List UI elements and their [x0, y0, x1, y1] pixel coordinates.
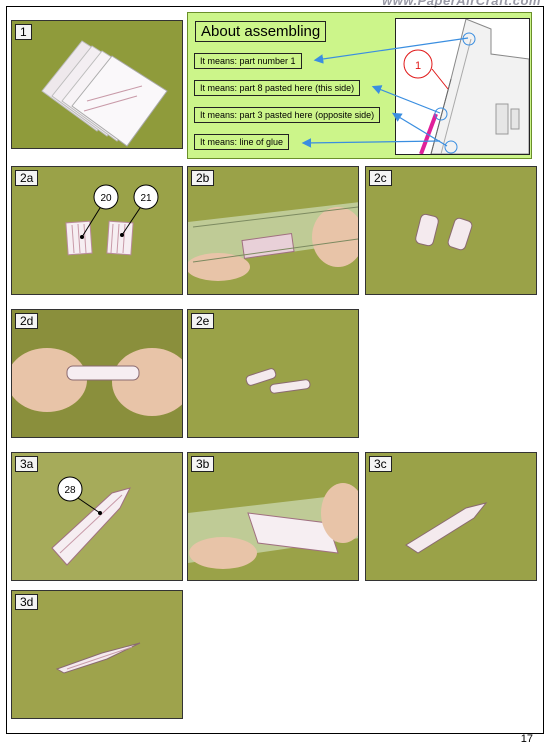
photo-step-2e: 2e [187, 309, 359, 438]
photo-step-3b-image [188, 453, 358, 580]
legend-arrows [301, 37, 469, 148]
page-frame [6, 6, 544, 734]
photo-step-3d-image [12, 591, 182, 718]
photo-step-2d-image [12, 310, 182, 437]
photo-step-2b: 2b [187, 166, 359, 295]
legend-item-glue-line: It means: line of glue [194, 134, 290, 150]
photo-step-2e-image [188, 310, 358, 437]
callout-part-21: 21 [140, 193, 152, 204]
step-label: 2d [15, 313, 39, 329]
photo-step-2d: 2d [11, 309, 183, 438]
diagram-callout-number: 1 [415, 60, 421, 72]
photo-step-3b: 3b [187, 452, 359, 581]
photo-step-1-image [12, 21, 182, 148]
photo-step-1: 1 [11, 20, 183, 149]
photo-step-3d: 3d [11, 590, 183, 719]
step-label: 2a [15, 170, 39, 186]
photo-step-3c-image [366, 453, 536, 580]
callout-part-20: 20 [100, 193, 112, 204]
legend-item-this-side: It means: part 8 pasted here (this side) [194, 80, 361, 96]
assembly-legend: About assembling It means: part number 1… [187, 12, 532, 159]
step-label: 1 [15, 24, 32, 40]
photo-step-2c-image [366, 167, 536, 294]
legend-title: About assembling [195, 21, 327, 42]
callout-part-28: 28 [64, 485, 76, 496]
step-label: 3c [369, 456, 392, 472]
step-label: 2e [191, 313, 215, 329]
step-label: 3d [15, 594, 39, 610]
step-label: 3a [15, 456, 39, 472]
photo-step-3a-image: 28 [12, 453, 182, 580]
photo-step-2b-image [188, 167, 358, 294]
header-url: www.PaperAirCraft.com [382, 0, 541, 8]
photo-step-3a: 3a 28 [11, 452, 183, 581]
step-label: 3b [191, 456, 215, 472]
photo-step-2a: 2a 20 21 [11, 166, 183, 295]
photo-step-2a-image: 20 21 [12, 167, 182, 294]
step-label: 2b [191, 170, 215, 186]
step-label: 2c [369, 170, 392, 186]
legend-item-part-number: It means: part number 1 [194, 53, 302, 69]
legend-diagram: 1 [395, 18, 530, 155]
legend-item-opposite-side: It means: part 3 pasted here (opposite s… [194, 107, 381, 123]
photo-step-3c: 3c [365, 452, 537, 581]
photo-step-2c: 2c [365, 166, 537, 295]
page-number: 17 [520, 733, 533, 745]
